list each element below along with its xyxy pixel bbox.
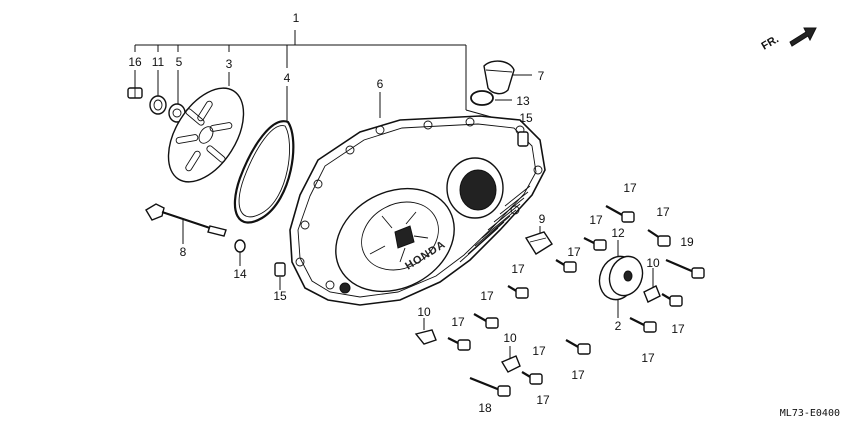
oil-seal-11 <box>149 95 167 115</box>
label-part-2: 2 <box>615 319 622 333</box>
clutch-cover-6: HONDA <box>289 115 546 306</box>
label-part-17-g: 17 <box>671 322 685 336</box>
clip-10b <box>500 355 521 373</box>
label-part-17-b: 17 <box>656 205 670 219</box>
label-part-7: 7 <box>538 69 545 83</box>
dipstick-8 <box>145 203 227 237</box>
clip-10a <box>414 329 437 345</box>
o-ring-13 <box>470 90 494 106</box>
label-part-9: 9 <box>539 212 546 226</box>
label-part-8: 8 <box>180 245 187 259</box>
label-part-5: 5 <box>176 55 183 69</box>
label-part-17-c: 17 <box>589 213 603 227</box>
bolt-16 <box>127 87 143 99</box>
label-part-11: 11 <box>152 55 165 69</box>
clip-10c <box>643 285 661 303</box>
label-part-6: 6 <box>377 77 384 91</box>
label-part-17-j: 17 <box>532 344 546 358</box>
label-part-3: 3 <box>226 57 233 71</box>
label-part-17-a: 17 <box>623 181 637 195</box>
label-part-17-l: 17 <box>536 393 550 407</box>
direction-label: FR. <box>760 33 781 52</box>
label-part-17-f: 17 <box>480 289 494 303</box>
label-part-10-right: 10 <box>646 256 660 270</box>
filler-cap-7 <box>483 60 515 95</box>
label-part-1: 1 <box>293 11 300 25</box>
label-part-17-i: 17 <box>641 351 655 365</box>
dowel-pin-15b <box>274 262 286 277</box>
label-part-16: 16 <box>128 55 142 69</box>
pulley-12 <box>598 255 644 301</box>
gasket-4 <box>233 120 295 224</box>
label-part-15-upper: 15 <box>519 111 533 125</box>
label-part-10-left: 10 <box>417 305 431 319</box>
label-part-12: 12 <box>611 226 625 240</box>
drawing-code: ML73-E0400 <box>780 408 840 419</box>
assembly-bracket <box>134 30 467 110</box>
label-part-17-h: 17 <box>451 315 465 329</box>
label-part-15-lower: 15 <box>273 289 287 303</box>
label-part-10-center: 10 <box>503 331 517 345</box>
label-part-17-d: 17 <box>567 245 581 259</box>
plate-3 <box>167 87 245 183</box>
label-part-17-k: 17 <box>571 368 585 382</box>
front-direction-arrow-icon: FR. <box>760 27 817 53</box>
label-part-17-e: 17 <box>511 262 525 276</box>
callout-labels: 1 16 11 5 3 4 6 7 13 15 8 14 15 9 12 2 1… <box>128 11 694 415</box>
clip-9 <box>524 231 553 255</box>
dowel-pin-15a <box>517 131 529 147</box>
label-part-4: 4 <box>284 71 291 85</box>
bolt-set <box>447 205 705 397</box>
label-part-18: 18 <box>478 401 492 415</box>
washer-14 <box>234 239 246 253</box>
label-part-14: 14 <box>233 267 247 281</box>
label-part-19: 19 <box>680 235 694 249</box>
label-part-13: 13 <box>516 94 530 108</box>
